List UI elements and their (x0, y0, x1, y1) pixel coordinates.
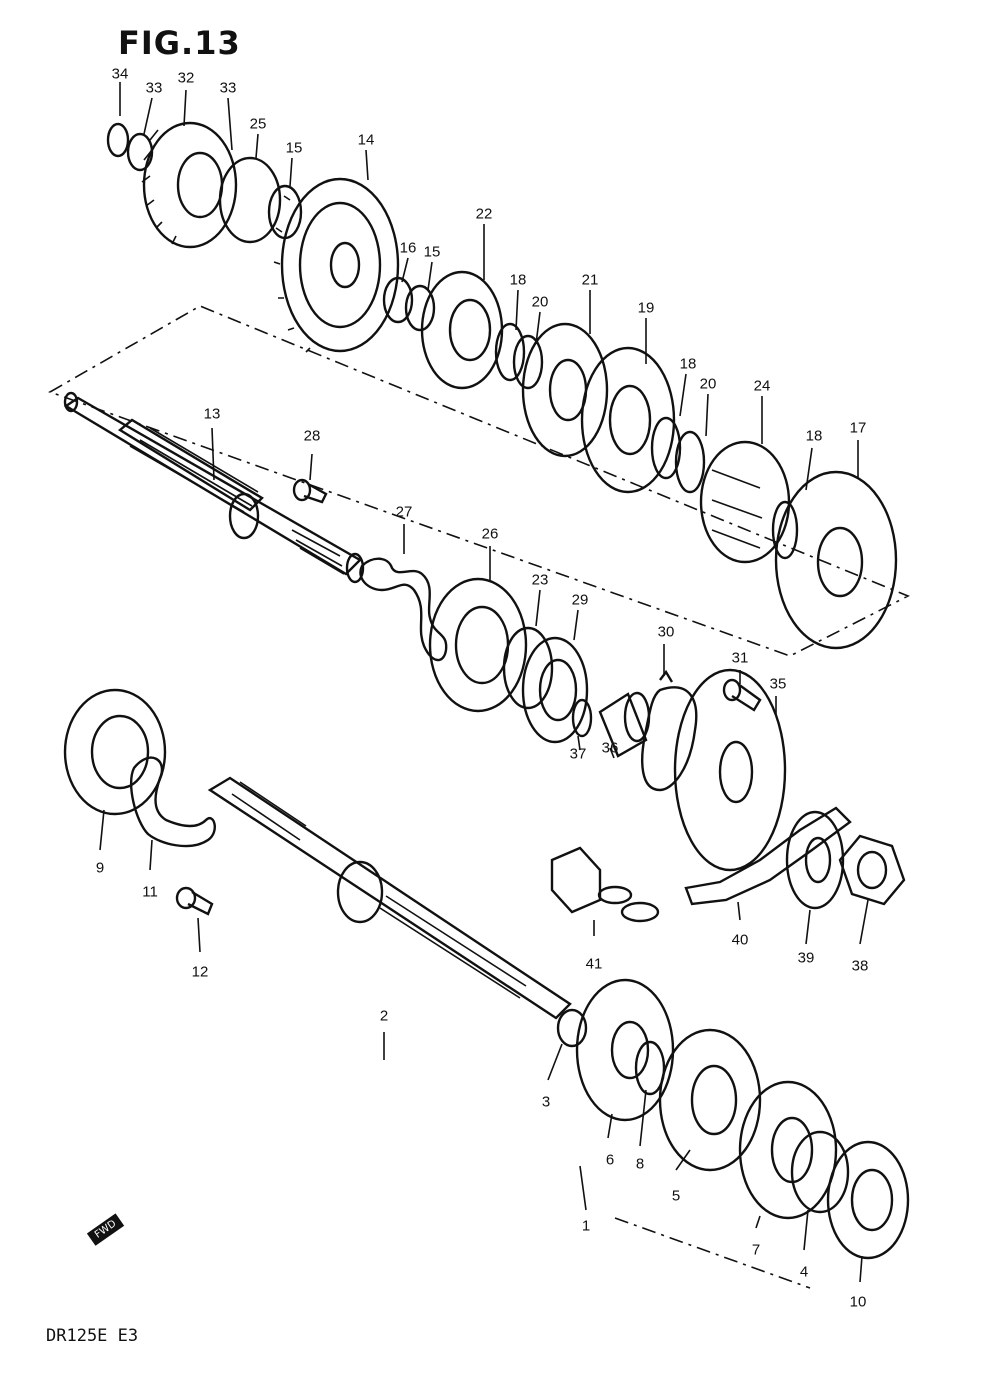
part-number-label: 11 (142, 883, 158, 901)
oil-seal-29 (521, 636, 589, 744)
part-number-label: 3 (541, 1093, 551, 1111)
bearing-9 (63, 688, 167, 816)
o-ring-37 (571, 698, 593, 738)
part-number-label: 19 (637, 299, 655, 317)
part-number-label: 2 (379, 1007, 389, 1025)
gear-17 (774, 470, 898, 650)
part-number-label: 33 (219, 79, 237, 97)
part-number-label: 24 (753, 377, 771, 395)
gear-6 (575, 978, 675, 1122)
model-code: DR125E E3 (46, 1326, 139, 1346)
part-number-label: 26 (481, 525, 499, 543)
assembly-outline (48, 305, 910, 657)
part-number-label: 36 (601, 739, 619, 757)
figure-title: FIG.13 (118, 24, 241, 62)
chain-joint-41 (550, 846, 660, 923)
gear-14 (273, 177, 400, 353)
part-number-label: 8 (635, 1155, 645, 1173)
part-number-label: 41 (585, 955, 603, 973)
part-number-label: 4 (799, 1263, 809, 1281)
part-number-label: 5 (671, 1187, 681, 1205)
part-number-label: 17 (849, 419, 867, 437)
bolt-31 (722, 678, 762, 712)
gear-7 (738, 1080, 838, 1220)
part-number-label: 30 (657, 623, 675, 641)
gear-32 (141, 121, 238, 249)
washer-15b (404, 284, 436, 332)
oil-seal-retainer-27 (359, 557, 448, 662)
part-number-label: 27 (395, 503, 413, 521)
part-number-label: 18 (509, 271, 527, 289)
part-number-label: 33 (145, 79, 163, 97)
part-number-label: 13 (203, 405, 221, 423)
part-number-label: 28 (303, 427, 321, 445)
part-number-label: 15 (423, 243, 441, 261)
washer-20b (674, 430, 706, 494)
washer-23 (502, 626, 554, 710)
leader-lines (99, 82, 869, 1283)
part-number-label: 21 (581, 271, 599, 289)
drive-shaft-leader (614, 1217, 811, 1289)
washer-33 (126, 132, 154, 172)
circlip-18a (494, 322, 526, 382)
bolt-28 (292, 478, 328, 504)
part-number-label: 37 (569, 745, 587, 763)
part-number-label: 9 (95, 859, 105, 877)
part-number-label: 6 (605, 1151, 615, 1169)
gear-24 (699, 440, 791, 564)
washer-39 (785, 810, 845, 910)
gear-5 (658, 1028, 762, 1172)
washer-8 (634, 1040, 666, 1096)
bearing-25 (218, 156, 282, 244)
bearing-16 (382, 276, 414, 324)
part-number-label: 38 (851, 957, 869, 975)
nut-38 (838, 834, 906, 906)
part-number-label: 18 (679, 355, 697, 373)
part-number-label: 18 (805, 427, 823, 445)
part-number-label: 10 (849, 1293, 867, 1311)
chain-40 (684, 806, 852, 906)
circlip-18c (771, 500, 799, 560)
gear-4 (790, 1130, 850, 1214)
part-number-label: 14 (357, 131, 375, 149)
part-number-label: 16 (399, 239, 417, 257)
part-number-label: 1 (581, 1217, 591, 1235)
gear-22 (420, 270, 504, 390)
retainer-30 (641, 669, 698, 792)
sprocket-35 (673, 668, 787, 872)
circlip-18b (650, 416, 682, 480)
bushing-3 (556, 1008, 588, 1048)
part-number-label: 12 (191, 963, 209, 981)
driveshaft-2 (207, 776, 572, 1020)
countershaft (63, 391, 365, 584)
part-number-label: 31 (731, 649, 749, 667)
ring-34 (106, 122, 130, 158)
part-number-label: 29 (571, 591, 589, 609)
bearing-26 (428, 577, 528, 713)
part-number-label: 35 (769, 675, 787, 693)
part-number-label: 25 (249, 115, 267, 133)
part-number-label: 34 (111, 65, 129, 83)
gear-19 (580, 346, 676, 494)
part-number-label: 20 (531, 293, 549, 311)
part-number-label: 32 (177, 69, 195, 87)
bearing-10 (826, 1140, 910, 1260)
part-number-label: 39 (797, 949, 815, 967)
part-number-label: 23 (531, 571, 549, 589)
part-number-label: 22 (475, 205, 493, 223)
screw-12 (175, 886, 214, 916)
bearing-retainer-11 (129, 756, 216, 848)
washer-20a (512, 334, 544, 390)
part-number-label: 40 (731, 931, 749, 949)
part-number-label: 20 (699, 375, 717, 393)
part-number-label: 7 (751, 1241, 761, 1259)
washer-15a (267, 184, 303, 240)
part-number-label: 15 (285, 139, 303, 157)
